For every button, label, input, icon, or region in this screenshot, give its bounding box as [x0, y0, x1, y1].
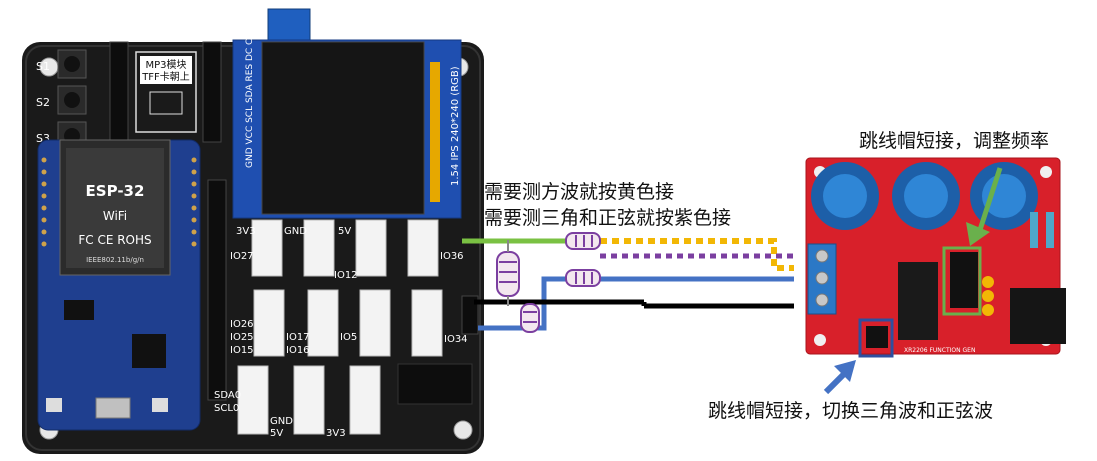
i2c-scl0: SCL0 [214, 403, 239, 414]
top-slide-switch [267, 8, 311, 46]
frequency-jumper-highlight [942, 246, 982, 316]
pin-io5: IO5 [340, 332, 357, 343]
esp32-wifi: WiFi [103, 209, 127, 223]
esp32-board: ESP-32 WiFi FC CE ROHS IEEE802.11b/g/n [37, 139, 201, 431]
lcd-pin-labels: GND VCC SCL SDA RES DC CS BLK [245, 12, 255, 168]
pin-io36: IO36 [440, 251, 464, 262]
lcd-spec-label: 1.54 IPS 240*240 (RGB) [450, 66, 461, 186]
output-header [461, 295, 479, 335]
pin-io12: IO12 [334, 270, 358, 281]
note-frequency-jumper: 跳线帽短接，调整频率 [859, 130, 1050, 152]
note-square-wave: 需要测方波就按黄色接 [484, 181, 675, 203]
resistors [496, 232, 601, 333]
grove-connectors [237, 219, 443, 435]
lcd-module: GND VCC SCL SDA RES DC CS BLK 1.54 IPS 2… [232, 12, 462, 219]
esp32-cert: FC CE ROHS [78, 233, 151, 247]
yellow-wire [600, 238, 812, 271]
wires [462, 238, 820, 331]
pin-io17: IO17 [286, 332, 310, 343]
pin-gnd: GND [284, 226, 307, 237]
pin-io25: IO25 [230, 332, 254, 343]
i2c-5v: 5V [270, 428, 283, 439]
pin-headers [109, 41, 227, 401]
pin-io27: IO27 [230, 251, 254, 262]
pin-labels: IO27 IO26 IO25 IO15 IO12 IO17 IO16 IO5 I… [214, 226, 468, 439]
pcb-bottom-text: XR2206 FUNCTION GEN [904, 347, 975, 354]
switch-label-s2: S2 [36, 96, 50, 109]
switch-label-s1: S1 [36, 60, 50, 73]
esp32-title: ESP-32 [86, 182, 145, 200]
i2c-3v3: 3V3 [326, 428, 346, 439]
black-wire [474, 299, 818, 309]
tactile-buttons: S1 S2 S3 [36, 49, 87, 151]
i2c-sda0: SDA0 [214, 390, 241, 401]
signal-generator-board: XR2206 FUNCTION GEN [794, 152, 1066, 364]
mp3-label-line2: TFF卡朝上 [141, 70, 190, 83]
pin-io26: IO26 [230, 319, 254, 330]
wave-switch-jumper-highlight [858, 318, 894, 358]
pin-3v3: 3V3 [236, 226, 256, 237]
i2c-gnd: GND [270, 416, 293, 427]
green-arrow-icon [966, 167, 1003, 246]
blue-arrow-icon [823, 360, 856, 395]
note-wave-switch-jumper: 跳线帽短接，切换三角波和正弦波 [708, 400, 994, 422]
mp3-module-area: MP3模块 TFF卡朝上 [135, 51, 197, 133]
pin-io34: IO34 [444, 334, 468, 345]
pin-io16: IO16 [286, 345, 310, 356]
esp32-ieee: IEEE802.11b/g/n [86, 256, 144, 264]
pin-io15: IO15 [230, 345, 254, 356]
pin-5v: 5V [338, 226, 351, 237]
gpio-header-grid [397, 363, 473, 405]
note-triangle-sine: 需要测三角和正弦就按紫色接 [484, 207, 732, 229]
mp3-label-line1: MP3模块 [145, 59, 186, 71]
